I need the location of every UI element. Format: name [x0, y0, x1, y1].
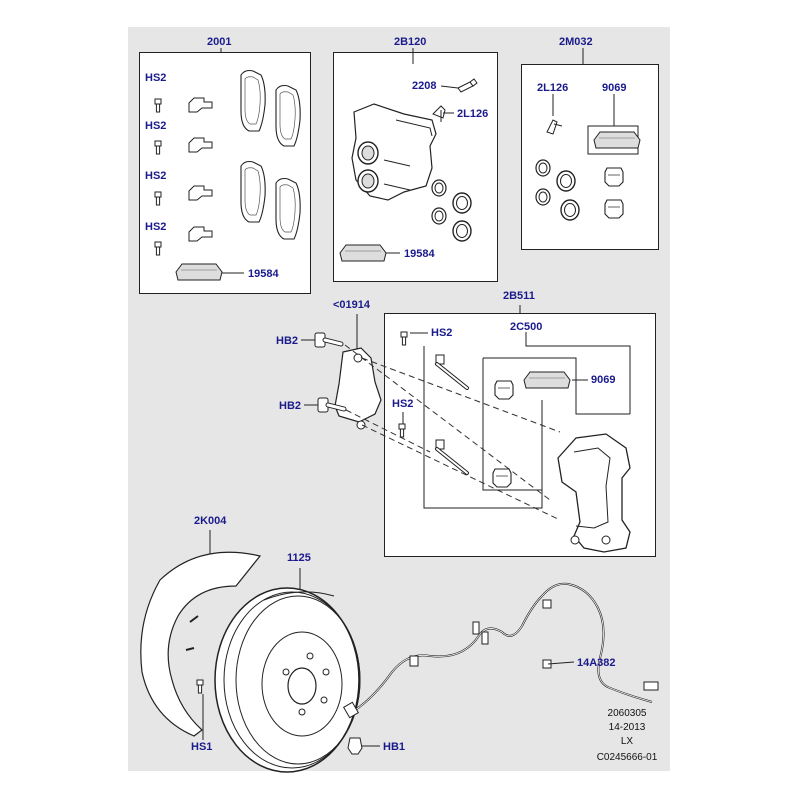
label-hs2-c: HS2 [145, 170, 167, 182]
bracket-group [301, 314, 561, 521]
repair-seal-2 [556, 170, 576, 192]
hb2-bolt-bottom [317, 397, 347, 413]
label-disc: 1125 [287, 552, 311, 564]
label-hb2-bottom: HB2 [279, 400, 302, 412]
brake-disc [214, 568, 361, 773]
pin-grease-pack [523, 371, 571, 389]
repair-bleed-cap [546, 119, 563, 135]
label-shield: 2K004 [194, 515, 227, 527]
label-hs1: HS1 [191, 741, 213, 753]
label-hs2-carrier-top: HS2 [431, 327, 453, 339]
pad-clip-4 [188, 226, 213, 242]
pad-grease-pack [175, 263, 223, 281]
pin-boot-bottom [492, 468, 512, 488]
caliper-grease-pack [339, 244, 387, 262]
caliper-group [339, 48, 478, 262]
wear-sensor [342, 582, 659, 719]
label-grease-pin: 9069 [591, 374, 616, 386]
guide-pin-top [434, 353, 469, 390]
label-grease-pads: 19584 [248, 268, 279, 280]
footer-ref-3: LX [620, 736, 634, 747]
brake-pad-1 [240, 69, 266, 132]
label-pads-group: 2001 [207, 36, 232, 48]
label-sensor: 14A382 [577, 657, 616, 669]
hb1-bolt [347, 737, 380, 755]
label-bleed-cap-repair: 2L126 [537, 82, 569, 94]
pad-clip-2 [188, 137, 213, 153]
pad-clip-3 [188, 185, 213, 201]
repair-seal-4 [560, 199, 580, 221]
brake-pad-4 [275, 177, 301, 240]
caliper-seal-1 [431, 179, 447, 197]
repair-grease-pack [593, 131, 641, 149]
pad-bolt-4 [154, 241, 162, 256]
label-bracket-shim: <01914 [333, 299, 371, 311]
label-carrier-group: 2B511 [503, 290, 535, 302]
label-caliper-group: 2B120 [394, 36, 427, 48]
label-grease-repair: 9069 [602, 82, 627, 94]
label-hs2-b: HS2 [145, 120, 167, 132]
caliper-seal-4 [452, 220, 472, 242]
bleed-cap [432, 105, 446, 122]
label-hs2-d: HS2 [145, 221, 167, 233]
brake-pad-2 [275, 84, 301, 147]
hs1-bolt [196, 679, 204, 694]
bracket-shim [334, 347, 382, 423]
label-pin-kit: 2C500 [510, 321, 543, 333]
caliper-seal-2 [452, 192, 472, 214]
label-bleed-screw: 2208 [412, 80, 437, 92]
label-hs2-a: HS2 [145, 72, 167, 84]
dust-shield [140, 530, 262, 740]
footer-ref-4: C0245666-01 [596, 752, 658, 763]
footer-ref-1: 2060305 [607, 708, 647, 719]
label-grease-caliper: 19584 [404, 248, 435, 260]
pad-bolt-1 [154, 98, 162, 113]
pin-boot-top [494, 380, 514, 400]
guide-pin-bottom [434, 438, 469, 475]
repair-boot-2 [604, 199, 624, 219]
repair-kit-group [535, 48, 641, 221]
pad-bolt-3 [154, 191, 162, 206]
repair-seal-3 [535, 188, 551, 206]
pin-kit-inner-box [483, 357, 630, 415]
brake-pad-3 [240, 160, 266, 223]
carrier-group [398, 305, 631, 553]
label-repair-group: 2M032 [559, 36, 593, 48]
caliper-carrier [557, 433, 631, 553]
footer-ref-2: 14-2013 [608, 722, 646, 733]
label-hb2-top: HB2 [276, 335, 299, 347]
hs2-carrier-bolt-bottom [398, 423, 406, 438]
label-hb1: HB1 [383, 741, 406, 753]
repair-seal-1 [535, 159, 551, 177]
bleed-screw [457, 78, 478, 93]
pads-group [154, 48, 301, 281]
repair-boot-1 [604, 167, 624, 187]
pad-clip-1 [188, 97, 213, 113]
pad-bolt-2 [154, 140, 162, 155]
hs2-carrier-bolt-top [400, 331, 408, 346]
hb2-bolt-top [314, 332, 344, 348]
label-hs2-carrier-bottom: HS2 [392, 398, 414, 410]
repair-kit-group-box [521, 64, 659, 250]
label-bleed-cap-caliper: 2L126 [457, 108, 489, 120]
caliper-seal-3 [431, 207, 447, 225]
caliper-body [351, 103, 437, 201]
